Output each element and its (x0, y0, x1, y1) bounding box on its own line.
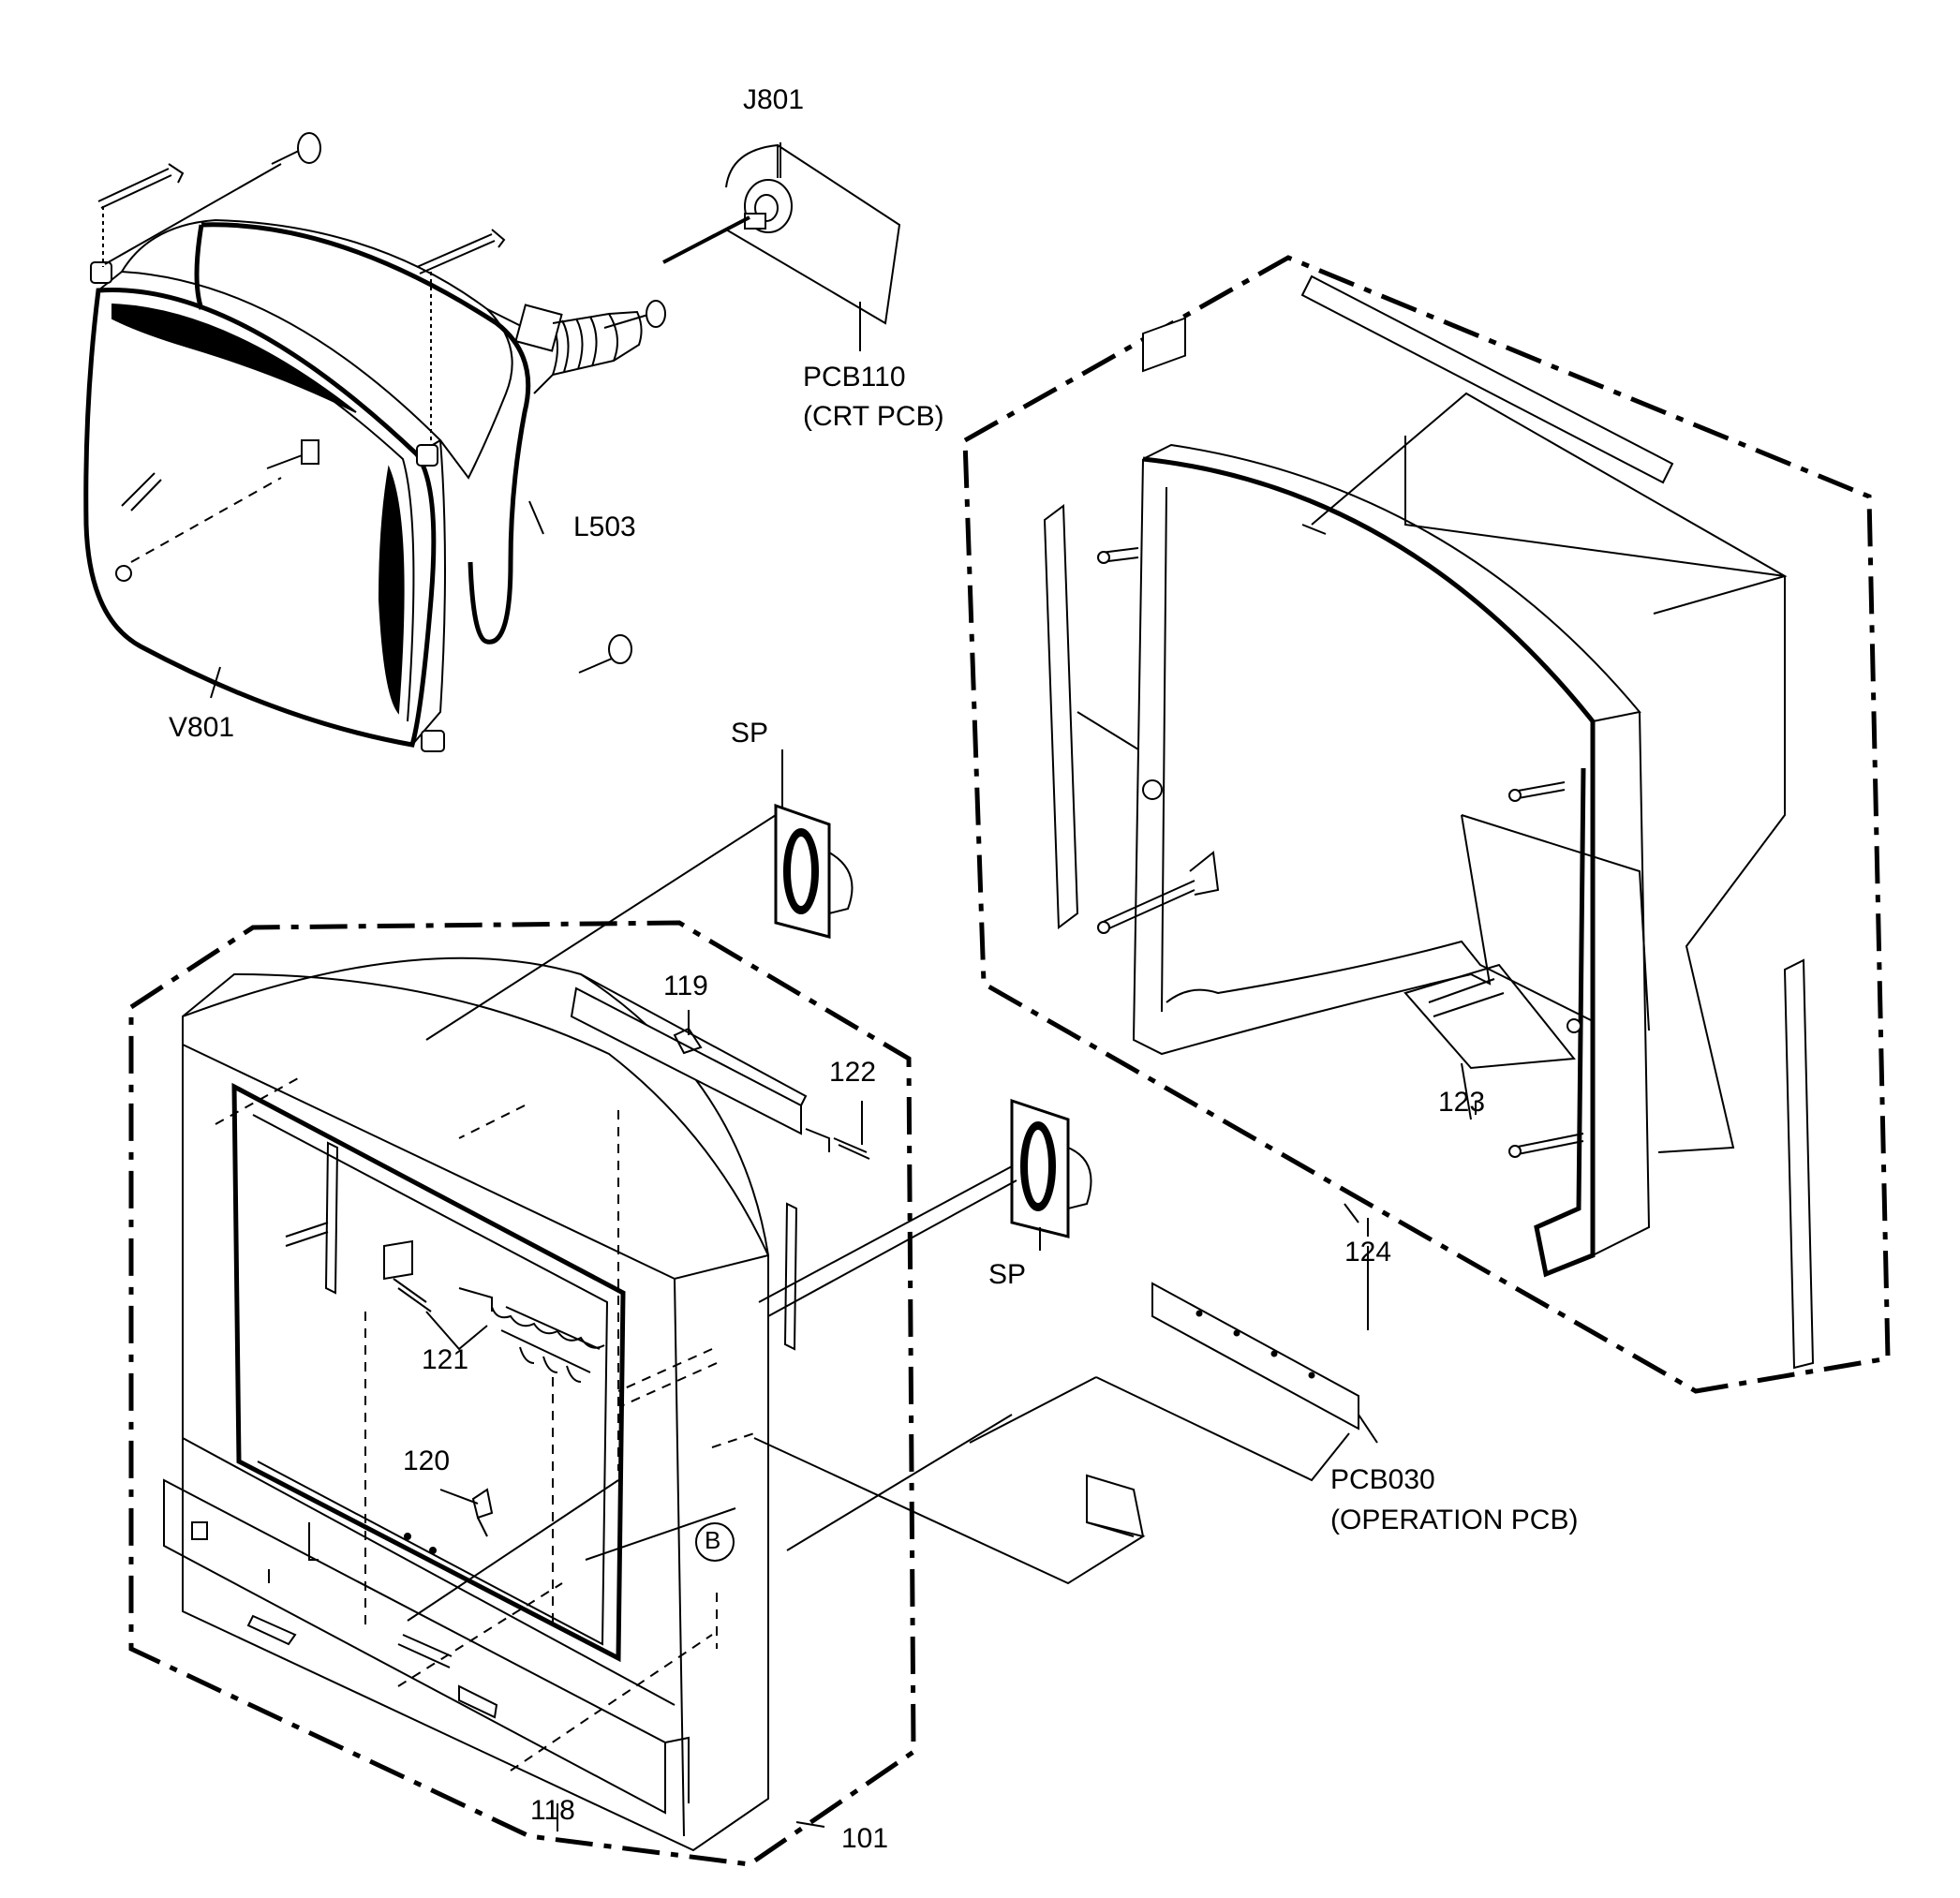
front-cabinet (128, 920, 916, 1867)
label-123: 123 (1438, 1087, 1486, 1118)
leader-lines (210, 500, 1477, 1831)
bracket-119 (570, 973, 870, 1160)
crt-tube (83, 218, 643, 752)
label-101: 101 (841, 1823, 889, 1854)
label-pcb110: PCB110 (803, 362, 906, 393)
part-120 (439, 1488, 494, 1537)
label-l503: L503 (573, 512, 636, 542)
springs-121 (383, 1239, 605, 1383)
label-pcb030: PCB030 (1330, 1464, 1435, 1495)
label-crt-pcb: (CRT PCB) (803, 401, 944, 432)
label-operation-pcb: (OPERATION PCB) (1330, 1505, 1579, 1535)
label-v801: V801 (169, 712, 235, 743)
label-120: 120 (403, 1446, 451, 1476)
label-124: 124 (1344, 1237, 1392, 1268)
label-sp-top: SP (731, 718, 769, 749)
speaker-right (758, 1098, 1092, 1317)
back-cabinet (962, 255, 1891, 1394)
crt-mounting-screws (97, 132, 666, 674)
label-121: 121 (422, 1344, 469, 1375)
assembly-guide-lines (215, 1076, 1013, 1772)
label-119: 119 (663, 971, 708, 1001)
speaker-top (425, 749, 854, 1041)
label-118: 118 (530, 1795, 575, 1826)
reference-mark-b (695, 1522, 735, 1562)
operation-pcb (753, 1282, 1378, 1585)
label-122: 122 (829, 1057, 877, 1088)
crt-pcb (662, 142, 901, 351)
label-b: B (705, 1526, 721, 1554)
label-j801: J801 (743, 84, 805, 115)
label-sp-right: SP (988, 1259, 1027, 1290)
